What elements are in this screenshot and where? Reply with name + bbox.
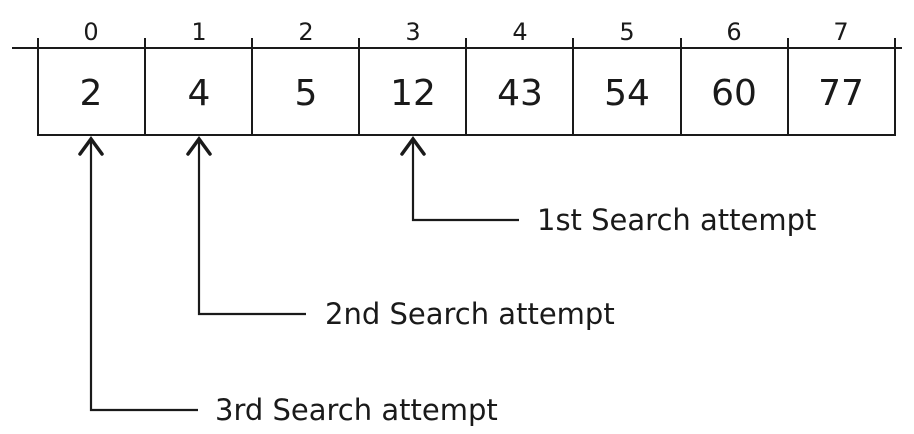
cell-value: 60 — [711, 73, 757, 114]
index-label: 7 — [833, 18, 848, 46]
attempt-connector-line — [197, 140, 306, 316]
index-label: 5 — [619, 18, 634, 46]
index-label: 6 — [726, 18, 741, 46]
cell-values: 2 4 5 12 43 54 60 77 — [80, 73, 864, 114]
attempt-2-pointer: 2nd Search attempt — [186, 136, 615, 331]
arrow-head-icon — [78, 136, 104, 156]
attempt-3-pointer: 3rd Search attempt — [78, 136, 498, 427]
cell-value: 2 — [80, 73, 103, 114]
attempt-label: 1st Search attempt — [537, 203, 816, 237]
attempt-connector-line — [89, 140, 198, 412]
cell-value: 5 — [295, 73, 318, 114]
index-label: 1 — [191, 18, 206, 46]
index-label: 3 — [405, 18, 420, 46]
arrow-head-icon — [186, 136, 212, 156]
index-label: 2 — [298, 18, 313, 46]
array-cells — [37, 47, 896, 136]
index-label: 4 — [512, 18, 527, 46]
attempt-connector-line — [411, 140, 519, 222]
attempt-label: 2nd Search attempt — [325, 297, 615, 331]
cell-value: 12 — [390, 73, 436, 114]
cell-value: 43 — [497, 73, 543, 114]
arrow-head-icon — [400, 136, 426, 156]
cell-value: 4 — [188, 73, 211, 114]
attempt-1-pointer: 1st Search attempt — [400, 136, 816, 237]
index-label: 0 — [83, 18, 98, 46]
cell-value: 54 — [604, 73, 650, 114]
attempt-label: 3rd Search attempt — [215, 393, 498, 427]
array-cell — [787, 47, 896, 136]
cell-value: 77 — [818, 73, 864, 114]
index-labels: 0 1 2 3 4 5 6 7 — [83, 18, 848, 46]
index-ticks — [37, 38, 896, 48]
